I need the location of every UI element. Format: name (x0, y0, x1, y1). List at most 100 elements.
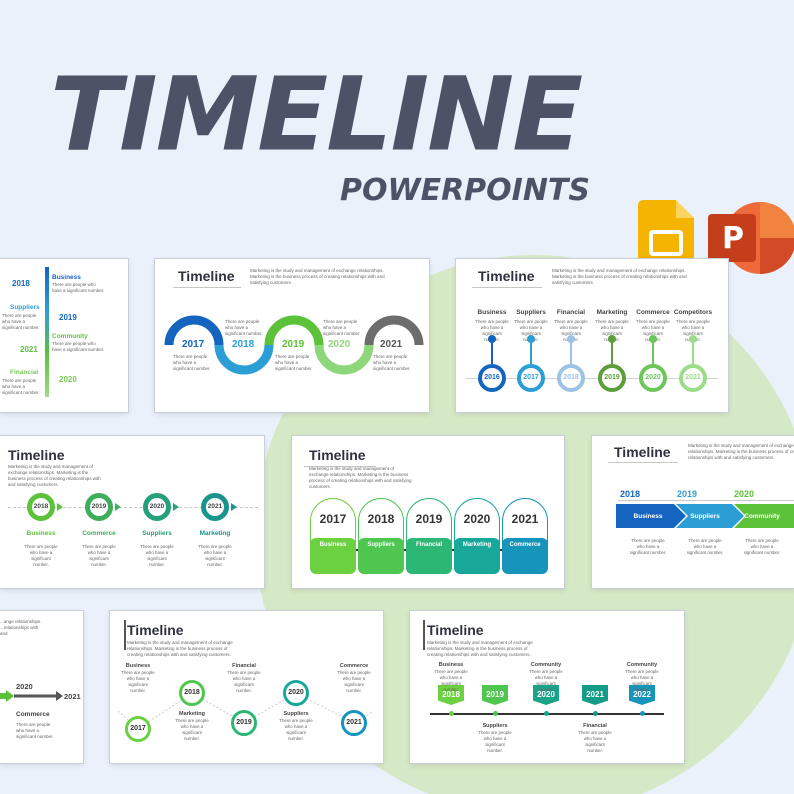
arch-box (358, 538, 404, 574)
label: Commerce (16, 711, 50, 718)
slide-desc: Marketing is the study and management of… (8, 464, 101, 488)
banner-top-desc: There are people who have a significant … (529, 669, 563, 692)
pin-label: Financial (556, 309, 586, 316)
zig-desc: There are people who have a significant … (279, 718, 313, 741)
banner (482, 685, 508, 705)
ring (85, 493, 113, 521)
hero-subtitle: POWERPOINTS (340, 173, 591, 208)
title-rule (608, 462, 678, 463)
title-bar (423, 620, 425, 650)
ring-year: 2021 (207, 503, 223, 510)
axis-line (466, 378, 718, 379)
slide-desc: Marketing is the study and management of… (552, 268, 687, 286)
pin-stem (611, 342, 613, 364)
banner-dot (639, 711, 645, 716)
banner-top-desc: There are people who have a significant … (625, 669, 659, 692)
arrow-desc: There are people who have a significant … (629, 538, 667, 555)
zig-ring (125, 716, 151, 742)
ring-desc: There are people who have a significant … (198, 544, 232, 567)
row-label: Community (52, 333, 88, 340)
zig-ring (179, 680, 205, 706)
slide-title: Timeline (178, 268, 235, 284)
ring-desc: There are people who have a significant … (24, 544, 58, 567)
banner-dot (492, 711, 498, 716)
arrow-year: 2020 (734, 489, 755, 499)
pin-label: Competitors (673, 309, 713, 316)
year-label: 2020 (59, 375, 77, 384)
wave-year: 2021 (380, 339, 403, 350)
banner-top-label: Business (438, 662, 464, 668)
ring-desc: There are people who have a significant … (140, 544, 174, 567)
zig-label: Financial (232, 663, 256, 669)
wave-desc: There are people who have a significant … (173, 354, 211, 372)
slide-desc: ...ange relationships. ...relationships … (0, 619, 42, 637)
slide-title: Timeline (478, 268, 535, 284)
row-label: Suppliers (10, 304, 40, 311)
banner-bottom-desc: There are people who have a significant … (578, 730, 612, 753)
ring-desc: There are people who have a significant … (82, 544, 116, 567)
arrow-line (0, 690, 63, 702)
pin-dot (527, 335, 535, 343)
zig-desc: There are people who have a significant … (121, 670, 155, 693)
arch-label: Financial (415, 542, 442, 548)
wave-desc: There are people who have a significant … (275, 354, 313, 372)
banner (629, 685, 655, 705)
arch-box (406, 538, 452, 574)
slide-arch-timeline: Timeline Marketing is the study and mana… (292, 436, 564, 588)
wave-year: 2020 (328, 339, 351, 350)
year-rule (618, 500, 794, 501)
row-label: Financial (10, 369, 39, 376)
ring-label: Marketing (199, 530, 231, 537)
zig-ring (341, 710, 367, 736)
slide-title: Timeline (309, 447, 366, 463)
wave-year: 2017 (182, 339, 205, 350)
row-desc: There are people who have a significant … (2, 313, 40, 331)
ring-arrow (173, 503, 179, 511)
pin-ring (598, 364, 626, 392)
row-desc: There are people who have a significant … (52, 282, 105, 294)
pin-stem (692, 342, 694, 364)
slide-ring-timeline: Timeline Marketing is the study and mana… (0, 436, 264, 588)
arch-year: 2020 (463, 512, 491, 526)
wave-year: 2019 (282, 339, 305, 350)
banner-year: 2022 (633, 690, 651, 699)
zig-year: 2018 (184, 689, 200, 696)
pin-ring (517, 364, 545, 392)
arrow-band (616, 504, 794, 528)
banner-top-label: Community (530, 662, 562, 668)
ring (27, 493, 55, 521)
banner (582, 685, 608, 705)
title-bar (124, 620, 126, 650)
pin-label: Business (477, 309, 507, 316)
year-label: 2021 (20, 345, 38, 354)
banner-top-desc: There are people who have a significant … (434, 669, 468, 692)
ring-label: Commerce (82, 530, 116, 537)
banner-year: 2021 (586, 690, 604, 699)
banner-year: 2018 (442, 690, 460, 699)
zig-year: 2020 (288, 689, 304, 696)
ring-year: 2019 (91, 503, 107, 510)
row-desc: There are people who have a significant … (52, 341, 105, 353)
zig-desc: There are people who have a significant … (337, 670, 371, 693)
ring-label: Business (26, 530, 56, 537)
pin-dot (567, 335, 575, 343)
arch-year: 2021 (511, 512, 539, 526)
wave-desc: There are people who have a significant … (373, 354, 411, 372)
banner (438, 685, 464, 705)
pin-dot (689, 335, 697, 343)
ring-year: 2018 (33, 503, 49, 510)
slide-zigzag-timeline: Timeline Marketing is the study and mana… (110, 611, 383, 763)
arch-label: Commerce (509, 542, 541, 548)
year-label: 2020 (16, 682, 33, 691)
banner-bottom-desc: There are people who have a significant … (478, 730, 512, 753)
pin-label: Commerce (636, 309, 670, 316)
pin-ring (478, 364, 506, 392)
slide-desc: Marketing is the study and management of… (309, 466, 412, 490)
pin-ring (679, 364, 707, 392)
pin-dot (488, 335, 496, 343)
ring (201, 493, 229, 521)
wave-path (164, 315, 424, 375)
pin-dot (608, 335, 616, 343)
powerpoint-icon: P (706, 200, 794, 276)
arch-box (454, 538, 500, 574)
